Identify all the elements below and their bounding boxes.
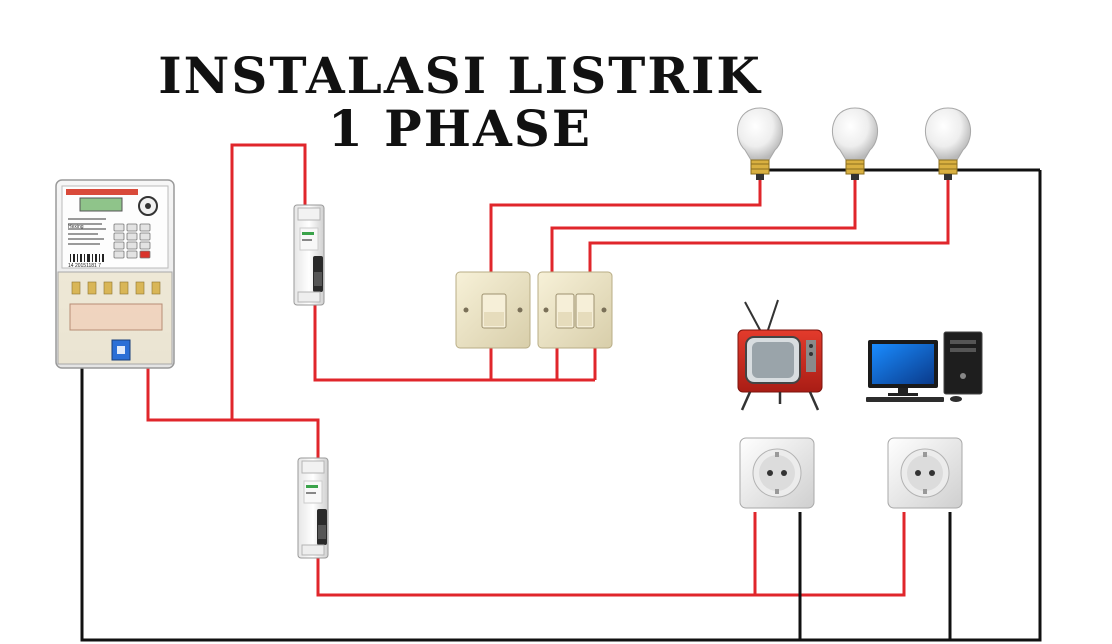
neutral-wire-main bbox=[80, 170, 1042, 642]
meter-brand: Hexing bbox=[68, 224, 84, 230]
meter-barcode bbox=[70, 254, 104, 262]
phase-wire-socket-bus bbox=[316, 512, 906, 597]
diagram-title-line2: 1 PHASE bbox=[327, 99, 593, 158]
neutral-wires bbox=[80, 168, 1042, 642]
phase-wire-switch-bus bbox=[313, 305, 595, 382]
mcb-lighting bbox=[293, 204, 325, 306]
television bbox=[737, 299, 823, 411]
mcb-sockets bbox=[297, 457, 329, 559]
meter-serial: 14 20151181 7 bbox=[68, 263, 101, 269]
phase-wire-lamp2 bbox=[550, 180, 857, 272]
phase-wire-mcb1-feed bbox=[230, 143, 307, 420]
phase-wire-mcb2-feed bbox=[232, 418, 320, 458]
phase-wire-meter bbox=[146, 368, 232, 422]
phase-wire-lamp3 bbox=[588, 180, 950, 272]
light-bulb bbox=[737, 107, 783, 180]
double-switch bbox=[537, 271, 613, 349]
phase-wires bbox=[146, 143, 950, 597]
kwh-meter: Hexing 14 20151181 7 bbox=[55, 179, 175, 369]
light-bulb bbox=[925, 107, 971, 180]
light-bulb bbox=[832, 107, 878, 180]
wall-socket bbox=[887, 437, 963, 509]
computer bbox=[866, 331, 983, 402]
phase-wire-lamp1 bbox=[489, 180, 762, 272]
single-switch bbox=[455, 271, 531, 349]
meter-lcd-display bbox=[79, 197, 123, 212]
diagram-title-line1: INSTALASI LISTRIK bbox=[158, 46, 762, 105]
wall-socket bbox=[739, 437, 815, 509]
meter-keypad bbox=[113, 223, 151, 259]
